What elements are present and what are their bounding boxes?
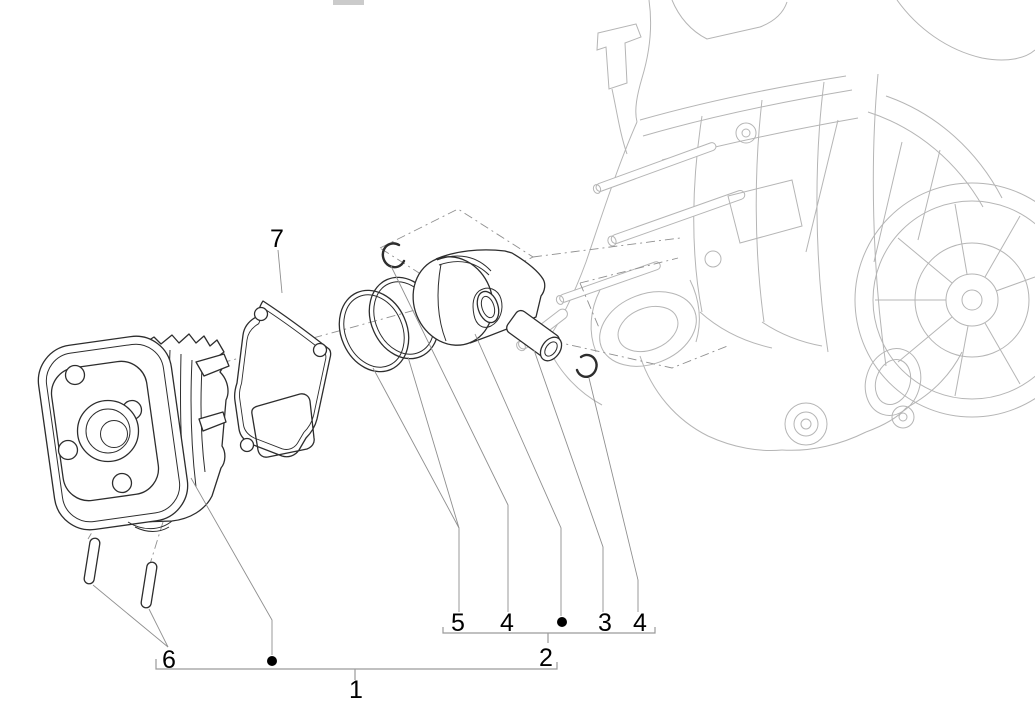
circlip-right-drawing <box>575 353 598 378</box>
head-flange-inner <box>45 343 181 523</box>
callout-4-circlip-right[interactable]: 4 <box>633 609 647 637</box>
gasket-hole <box>239 437 255 453</box>
case-mouth-ghost <box>599 291 697 367</box>
top-crop-artifact <box>333 0 364 5</box>
callout-6-studs[interactable]: 6 <box>162 646 176 674</box>
cylinder-kit-dot <box>267 656 277 666</box>
combustion-bore <box>76 399 140 463</box>
pin-bore <box>476 290 500 324</box>
leader-wrist-pin <box>533 349 604 612</box>
clutch-cover-oval-ghost <box>864 348 922 416</box>
head-bolt-hole <box>57 439 79 461</box>
callout-2-piston-assembly[interactable]: 2 <box>539 644 553 672</box>
callout-4-circlip-left[interactable]: 4 <box>500 609 514 637</box>
leader-ring-outer <box>372 367 460 529</box>
leader-lines <box>92 249 639 655</box>
gasket-hole <box>312 342 328 358</box>
circlip-left-drawing <box>381 242 406 269</box>
leader-circlip-left <box>390 265 509 612</box>
leader-piston <box>474 333 562 616</box>
head-bolt-hole <box>64 364 86 386</box>
gasket-drawing <box>233 300 332 458</box>
crankcase-ghost-drawing <box>516 0 1035 451</box>
leader-gasket <box>277 249 283 294</box>
piston-assembly-bracket <box>442 627 656 634</box>
pin-boss <box>472 287 503 328</box>
cylinder-side-tab <box>198 411 227 432</box>
stud-drawing <box>83 537 158 609</box>
callout-7-gasket[interactable]: 7 <box>270 225 284 253</box>
leader-stud-1 <box>92 584 169 648</box>
gasket-hole <box>253 306 269 322</box>
wrist-pin-drawing <box>506 309 563 362</box>
leader-circlip-right <box>588 377 639 612</box>
leader-ring-inner <box>407 356 460 529</box>
leader-cylinder <box>190 477 273 655</box>
head-bolt-hole <box>111 472 133 494</box>
cylinder-side-tab <box>195 353 230 377</box>
cylinder-kit-bracket <box>155 659 558 670</box>
leader-stud-2 <box>148 608 169 648</box>
group-brackets <box>155 627 656 680</box>
mount-bracket-ghost <box>596 23 642 90</box>
cylinder-spigot <box>127 520 173 530</box>
callout-1-cylinder-kit[interactable]: 1 <box>349 676 363 702</box>
callout-3-wrist-pin[interactable]: 3 <box>598 609 612 637</box>
cylinder-drawing <box>37 333 230 532</box>
flywheel-spokes <box>875 203 1035 397</box>
piston-assembly-dot <box>557 617 567 627</box>
pin-axis-centerline <box>534 336 731 369</box>
callout-5-ring-set[interactable]: 5 <box>451 609 465 637</box>
